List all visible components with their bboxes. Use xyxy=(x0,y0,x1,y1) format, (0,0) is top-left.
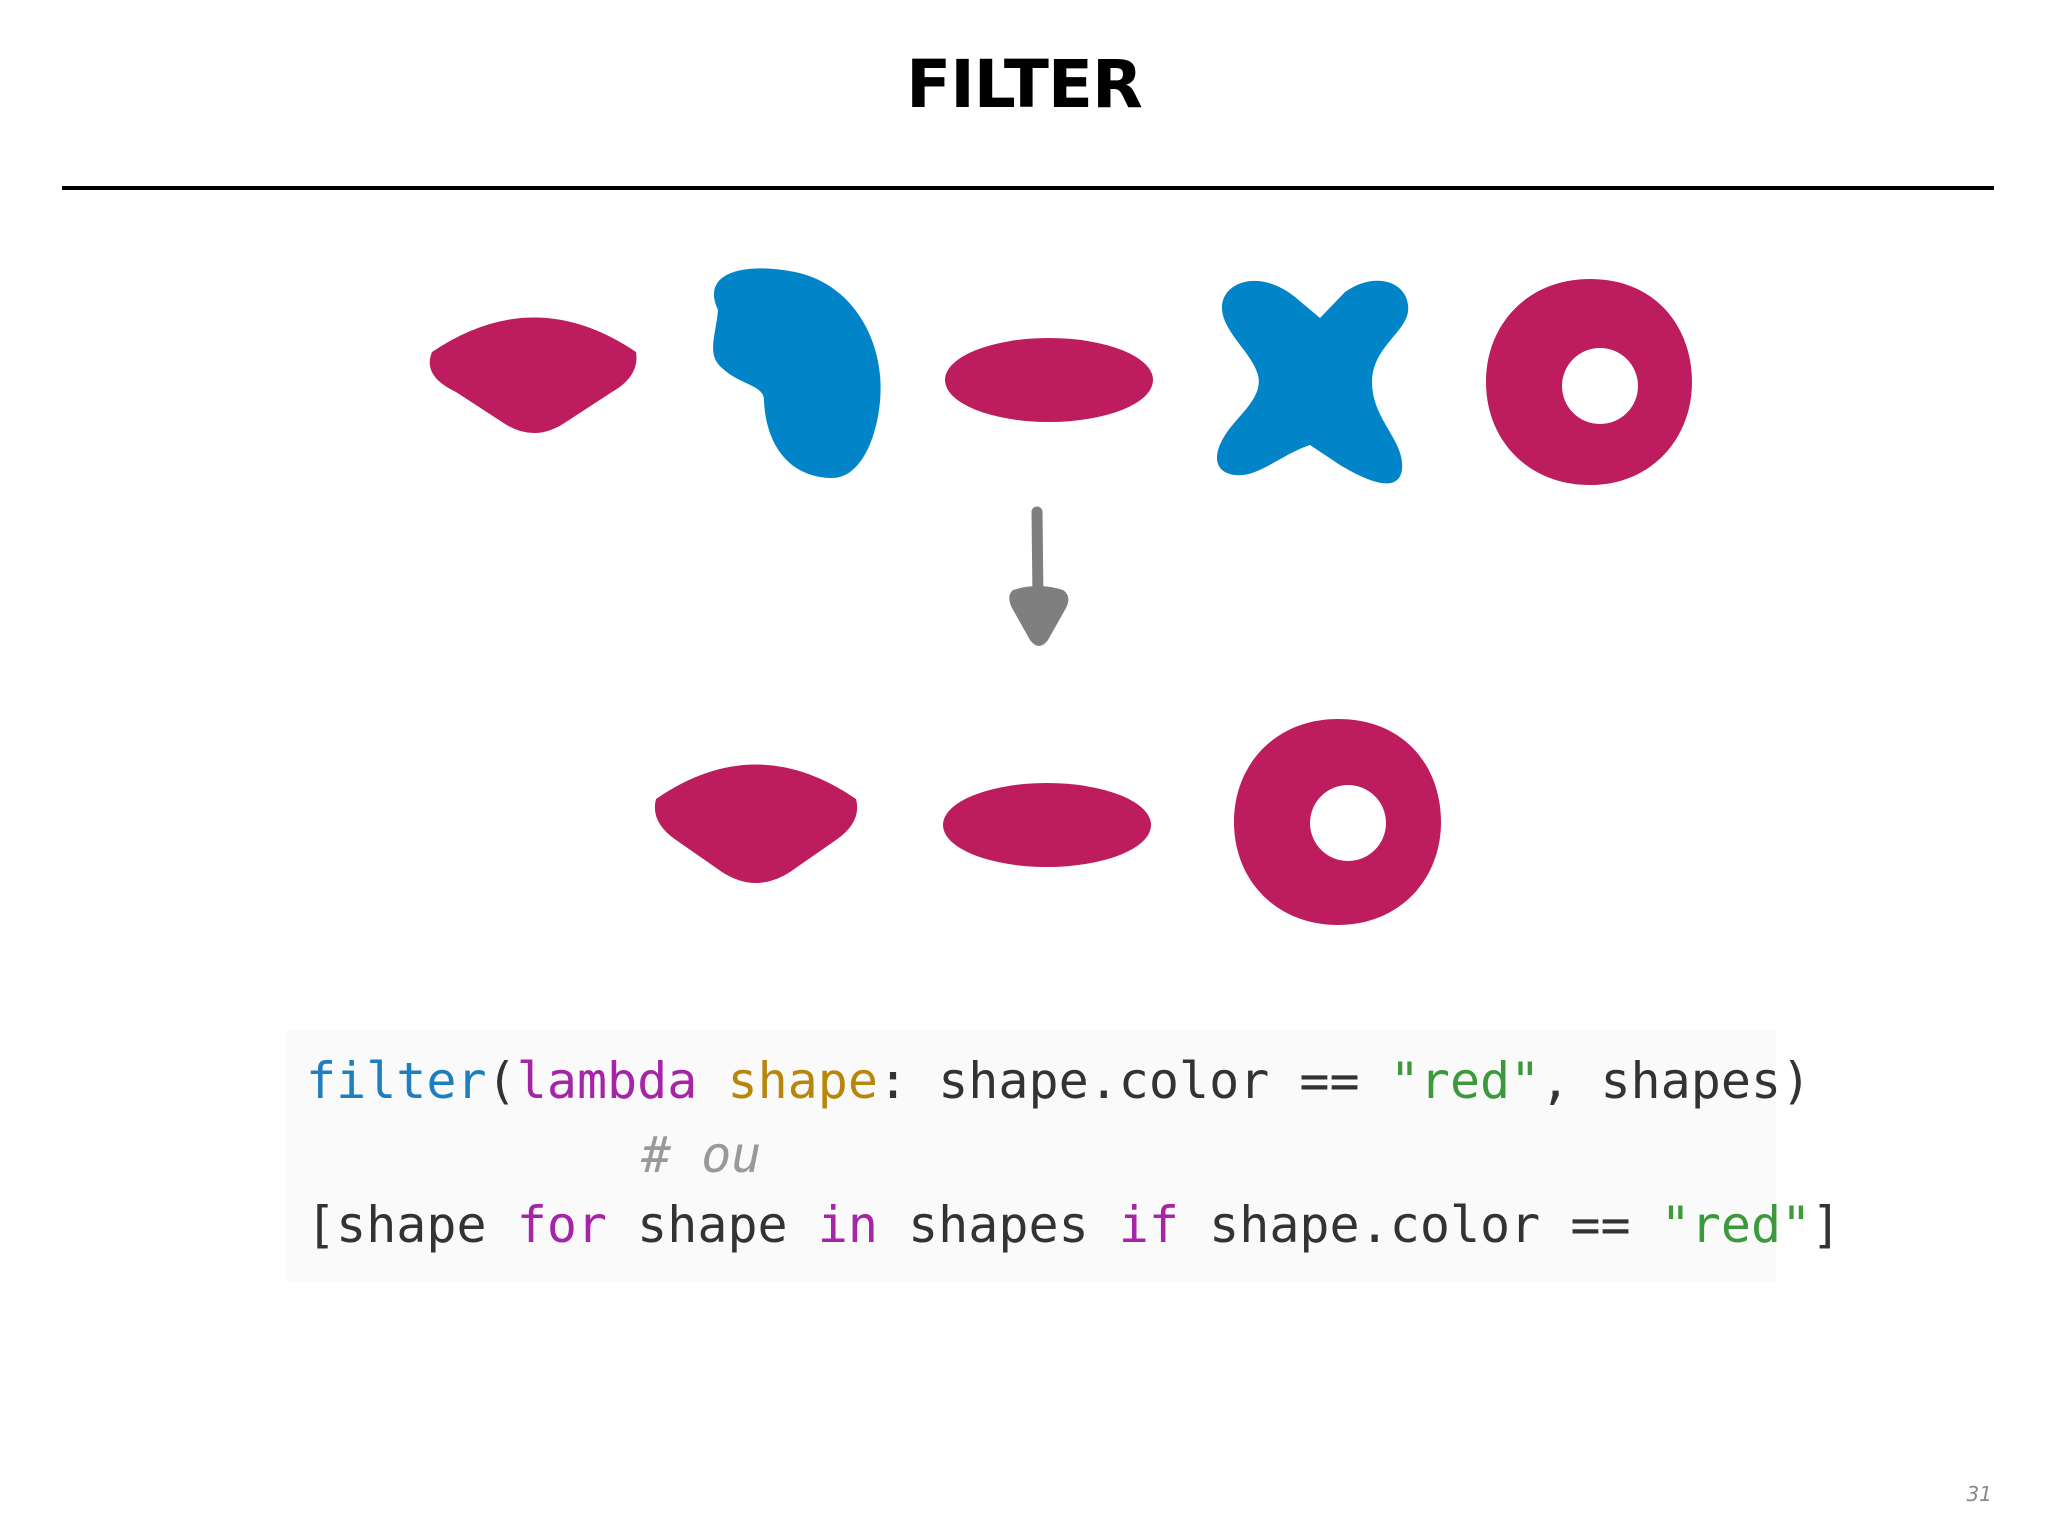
filter-arrow-icon xyxy=(1009,506,1069,646)
code-token-colon: : xyxy=(877,1052,909,1110)
code-token-string: "red" xyxy=(1389,1052,1541,1110)
code-token-lambda: lambda xyxy=(516,1052,698,1110)
input-red-ellipse xyxy=(945,338,1153,422)
slide-title: FILTER xyxy=(906,46,1143,123)
code-token-shape: shape xyxy=(607,1196,818,1254)
output-red-ellipse xyxy=(943,783,1151,867)
code-token-filter: filter xyxy=(306,1052,487,1110)
code-token-rest: , shapes) xyxy=(1540,1052,1812,1110)
code-line-comment: # ou xyxy=(641,1130,761,1180)
output-red-ring xyxy=(1234,719,1441,925)
title-divider xyxy=(62,186,1994,190)
input-blue-blob xyxy=(713,268,881,479)
code-line-comprehension: [shape for shape in shapes if shape.colo… xyxy=(306,1200,1841,1250)
code-token-comment: # ou xyxy=(641,1126,762,1184)
code-token-expr2: shape.color == xyxy=(1179,1196,1661,1254)
code-block: filter(lambda shape: shape.color == "red… xyxy=(286,1030,1841,1282)
output-red-diamond xyxy=(654,764,858,883)
input-red-diamond xyxy=(429,317,637,433)
code-token-space xyxy=(697,1052,727,1110)
code-token-in: in xyxy=(817,1196,878,1254)
code-token-paren: ( xyxy=(486,1052,517,1110)
input-shapes-row xyxy=(429,268,1692,485)
code-token-if: if xyxy=(1118,1196,1180,1254)
code-line-filter: filter(lambda shape: shape.color == "red… xyxy=(306,1056,1811,1106)
code-token-string2: "red" xyxy=(1660,1196,1812,1254)
code-token-close: ] xyxy=(1811,1196,1842,1254)
code-token-for: for xyxy=(516,1196,608,1254)
output-shapes-row xyxy=(654,719,1441,925)
code-token-bracket: [shape xyxy=(306,1196,517,1254)
code-token-param: shape xyxy=(727,1052,878,1110)
page-number: 31 xyxy=(1966,1482,1992,1506)
code-token-shapes: shapes xyxy=(877,1196,1119,1254)
code-token-expr: shape.color == xyxy=(908,1052,1390,1110)
input-red-ring xyxy=(1486,279,1692,485)
input-blue-cross xyxy=(1216,280,1409,484)
